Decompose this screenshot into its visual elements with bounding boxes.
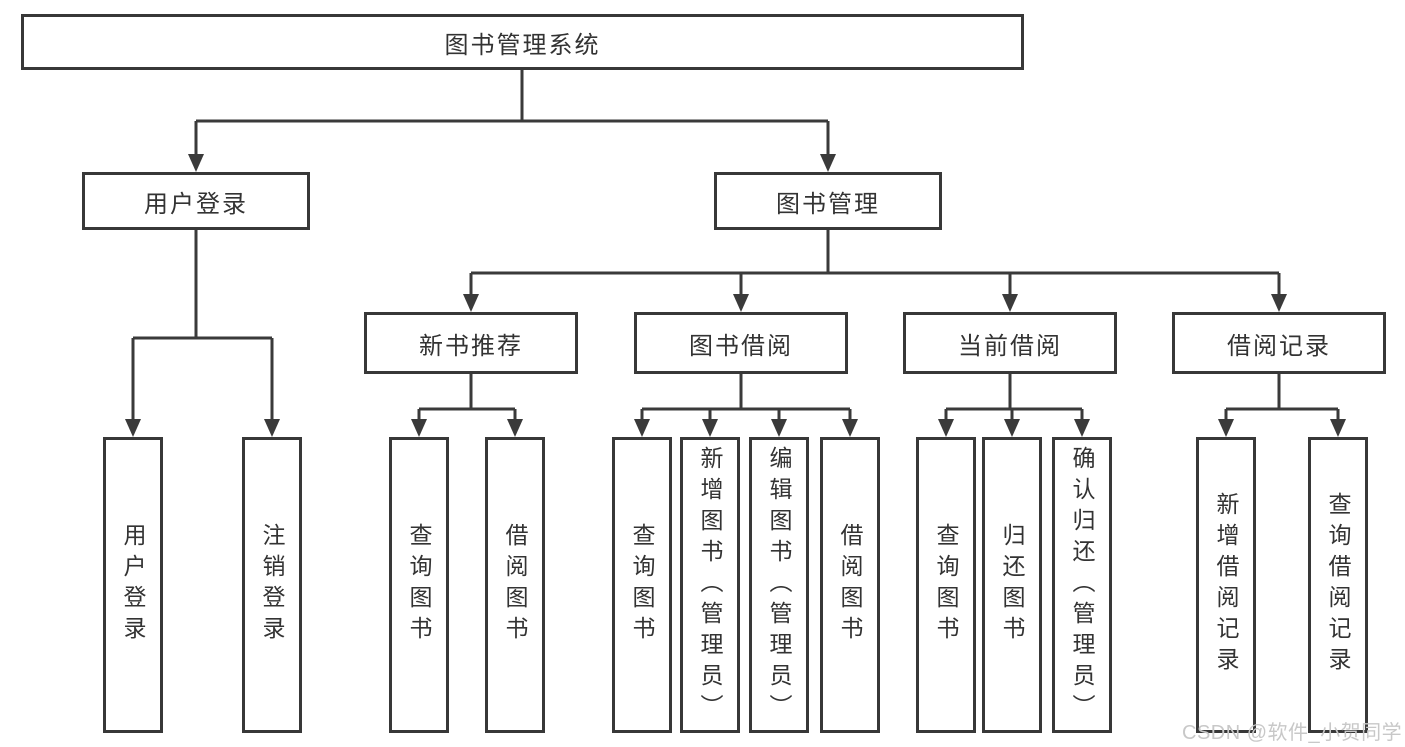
node-root: 图书管理系统 bbox=[21, 14, 1024, 70]
leaf-new-query-books-label: 查询图书 bbox=[406, 523, 432, 647]
leaf-current-query-books-label: 查询图书 bbox=[933, 523, 959, 647]
leaf-logout: 注销登录 bbox=[242, 437, 302, 733]
leaf-logout-label: 注销登录 bbox=[259, 523, 285, 647]
node-new-book-recommend: 新书推荐 bbox=[364, 312, 578, 374]
leaf-user-login: 用户登录 bbox=[103, 437, 163, 733]
edge-records-to-leaves bbox=[1224, 374, 1340, 421]
edge-current-to-leaves bbox=[944, 374, 1084, 421]
node-current-borrow-label: 当前借阅 bbox=[958, 332, 1062, 360]
leaf-new-query-books: 查询图书 bbox=[389, 437, 449, 733]
arrowheads bbox=[125, 154, 1346, 437]
leaf-borrow-add-books-admin: 新增图书（管理员） bbox=[680, 437, 740, 733]
leaf-borrow-edit-books-admin: 编辑图书（管理员） bbox=[749, 437, 809, 733]
leaf-new-borrow-books-label: 借阅图书 bbox=[502, 523, 528, 647]
edge-root-to-level2 bbox=[194, 70, 830, 156]
leaf-borrow-add-books-admin-label: 新增图书（管理员） bbox=[697, 445, 723, 725]
leaf-records-query-record: 查询借阅记录 bbox=[1308, 437, 1368, 733]
leaf-new-borrow-books: 借阅图书 bbox=[485, 437, 545, 733]
edge-borrow-to-leaves bbox=[640, 374, 852, 421]
node-borrow-records-label: 借阅记录 bbox=[1227, 332, 1331, 360]
edge-book-mgmt-to-groups bbox=[469, 230, 1281, 296]
leaf-borrow-edit-books-admin-label: 编辑图书（管理员） bbox=[766, 445, 792, 725]
leaf-borrow-borrow-books-label: 借阅图书 bbox=[837, 523, 863, 647]
leaf-current-confirm-return-admin: 确认归还（管理员） bbox=[1052, 437, 1112, 733]
node-current-borrow: 当前借阅 bbox=[903, 312, 1117, 374]
node-borrow-records: 借阅记录 bbox=[1172, 312, 1386, 374]
node-user-login: 用户登录 bbox=[82, 172, 310, 230]
leaf-current-query-books: 查询图书 bbox=[916, 437, 976, 733]
watermark: CSDN @软件_小贺同学 bbox=[1182, 722, 1403, 744]
leaf-records-query-record-label: 查询借阅记录 bbox=[1325, 492, 1351, 678]
node-new-book-recommend-label: 新书推荐 bbox=[419, 332, 523, 360]
leaf-records-add-record-label: 新增借阅记录 bbox=[1213, 492, 1239, 678]
edge-new-books-to-leaves bbox=[417, 374, 517, 421]
node-book-mgmt: 图书管理 bbox=[714, 172, 942, 230]
connector-edges bbox=[131, 70, 1340, 421]
leaf-user-login-label: 用户登录 bbox=[120, 523, 146, 647]
node-root-label: 图书管理系统 bbox=[444, 31, 601, 59]
node-user-login-label: 用户登录 bbox=[144, 190, 248, 218]
edge-user-login-to-leaves bbox=[131, 230, 274, 421]
leaf-borrow-borrow-books: 借阅图书 bbox=[820, 437, 880, 733]
node-book-borrow-label: 图书借阅 bbox=[689, 332, 793, 360]
leaf-current-confirm-return-admin-label: 确认归还（管理员） bbox=[1069, 445, 1095, 725]
leaf-current-return-books: 归还图书 bbox=[982, 437, 1042, 733]
node-book-mgmt-label: 图书管理 bbox=[776, 190, 880, 218]
leaf-records-add-record: 新增借阅记录 bbox=[1196, 437, 1256, 733]
leaf-borrow-query-books: 查询图书 bbox=[612, 437, 672, 733]
leaf-current-return-books-label: 归还图书 bbox=[999, 523, 1025, 647]
leaf-borrow-query-books-label: 查询图书 bbox=[629, 523, 655, 647]
node-book-borrow: 图书借阅 bbox=[634, 312, 848, 374]
